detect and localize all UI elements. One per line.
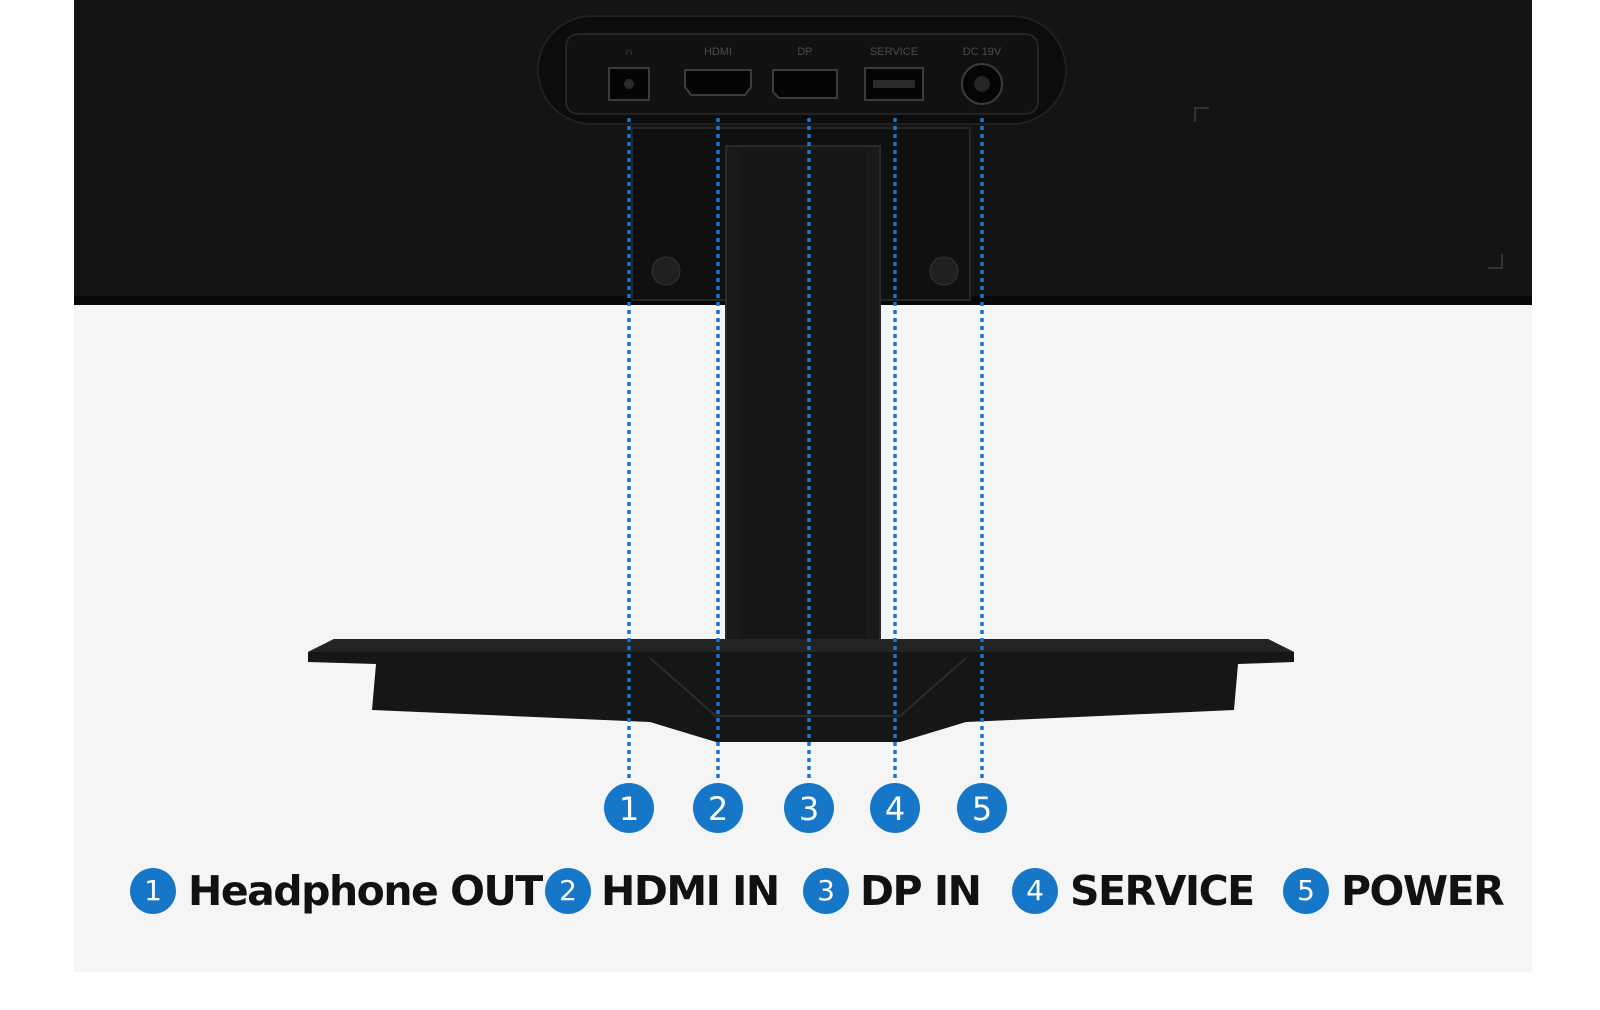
usb-tongue — [873, 80, 915, 88]
corner-mark — [1194, 107, 1209, 122]
legend-number-5: 5 — [1283, 868, 1329, 914]
callout-circle — [784, 783, 834, 833]
legend-number-3: 3 — [803, 868, 849, 914]
displayport-port — [772, 69, 838, 99]
callout-circle — [957, 783, 1007, 833]
legend-label-power: POWER — [1341, 867, 1505, 915]
callout-number-1: 1 — [619, 790, 639, 828]
port-label-hdmi: HDMI — [704, 46, 732, 58]
callout-lines — [627, 118, 984, 782]
screw — [651, 256, 681, 286]
legend-label-hdmi-in: HDMI IN — [601, 867, 780, 915]
legend-number-4: 4 — [1012, 868, 1058, 914]
callout-markers — [604, 783, 1007, 833]
port-label-headphone: ∩ — [625, 46, 633, 58]
callout-circle — [870, 783, 920, 833]
port-label-service: SERVICE — [870, 46, 918, 58]
headphone-jack-icon — [624, 79, 634, 89]
port-label-dp: DP — [797, 46, 812, 58]
callout-number-2: 2 — [708, 790, 728, 828]
stand-base-groove — [649, 657, 967, 717]
legend-label-dp-in: DP IN — [860, 867, 982, 915]
callout-number-5: 5 — [972, 790, 992, 828]
stand-base — [308, 639, 1294, 742]
port-label-group: ∩ HDMI DP SERVICE DC 19V — [625, 46, 1002, 58]
callout-number-4: 4 — [885, 790, 905, 828]
screw — [929, 256, 959, 286]
legend-number-1: 1 — [130, 868, 176, 914]
stand-neck-front — [740, 150, 866, 660]
legend-label-headphone-out: Headphone OUT — [188, 867, 543, 915]
legend-number-2: 2 — [545, 868, 591, 914]
corner-mark — [1488, 254, 1503, 269]
callout-number-3: 3 — [799, 790, 819, 828]
hdmi-port — [684, 69, 752, 96]
callout-circle — [693, 783, 743, 833]
legend-label-service: SERVICE — [1070, 867, 1255, 915]
port-label-dc: DC 19V — [963, 46, 1002, 58]
callout-circle — [604, 783, 654, 833]
callout-numbers: 1 2 3 4 5 — [619, 790, 992, 828]
stand-base-top — [308, 639, 1294, 652]
dc-power-pin — [974, 76, 990, 92]
